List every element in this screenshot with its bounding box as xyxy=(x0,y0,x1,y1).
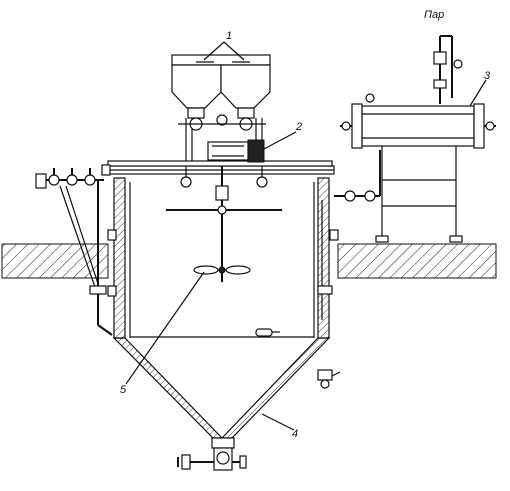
label-5: 5 xyxy=(120,384,127,396)
vessel-body xyxy=(103,165,335,339)
top-platform xyxy=(107,118,333,188)
label-4: 4 xyxy=(292,428,298,440)
agitator xyxy=(166,150,282,282)
motor-drive xyxy=(207,139,265,163)
label-3: 3 xyxy=(484,70,491,82)
floor-slab xyxy=(1,243,497,279)
steam-pipe xyxy=(433,35,463,104)
heat-exchanger xyxy=(340,93,496,243)
level-probe xyxy=(255,328,280,337)
leader-lines xyxy=(125,41,487,431)
label-2: 2 xyxy=(295,121,302,133)
left-piping xyxy=(35,164,117,336)
hoppers xyxy=(171,54,271,131)
right-piping xyxy=(317,150,381,389)
discharge-valve xyxy=(177,447,247,471)
label-steam: Пар xyxy=(424,9,444,21)
label-1: 1 xyxy=(226,30,232,42)
